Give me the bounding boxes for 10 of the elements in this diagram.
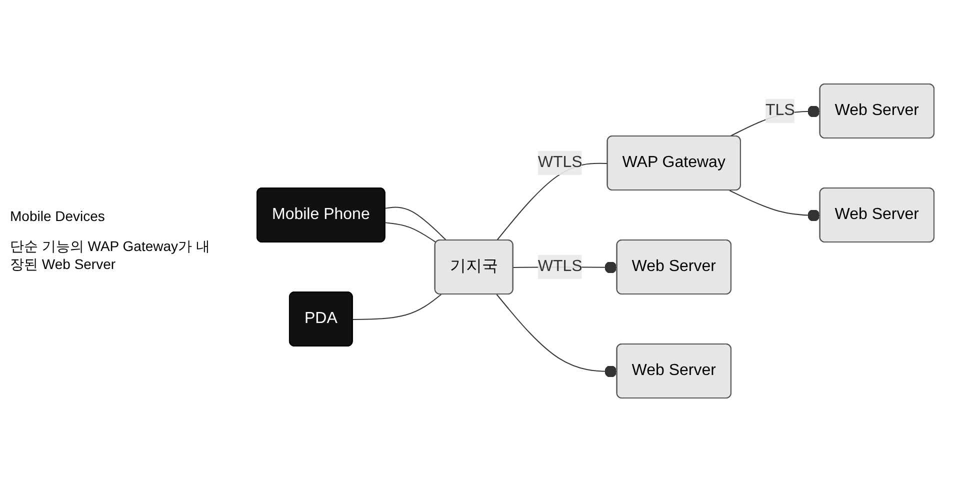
edge-label: TLS xyxy=(765,102,795,119)
note-text: 단순 기능의 WAP Gateway가 내장된 Web Server xyxy=(10,238,210,274)
edge-label: WTLS xyxy=(538,154,582,171)
connector xyxy=(384,222,437,244)
connector xyxy=(384,206,447,241)
note-text: Mobile Devices xyxy=(10,208,106,224)
connector xyxy=(496,294,618,378)
connector xyxy=(352,294,442,320)
edge-label: WTLS xyxy=(538,258,582,275)
connector xyxy=(729,190,821,222)
